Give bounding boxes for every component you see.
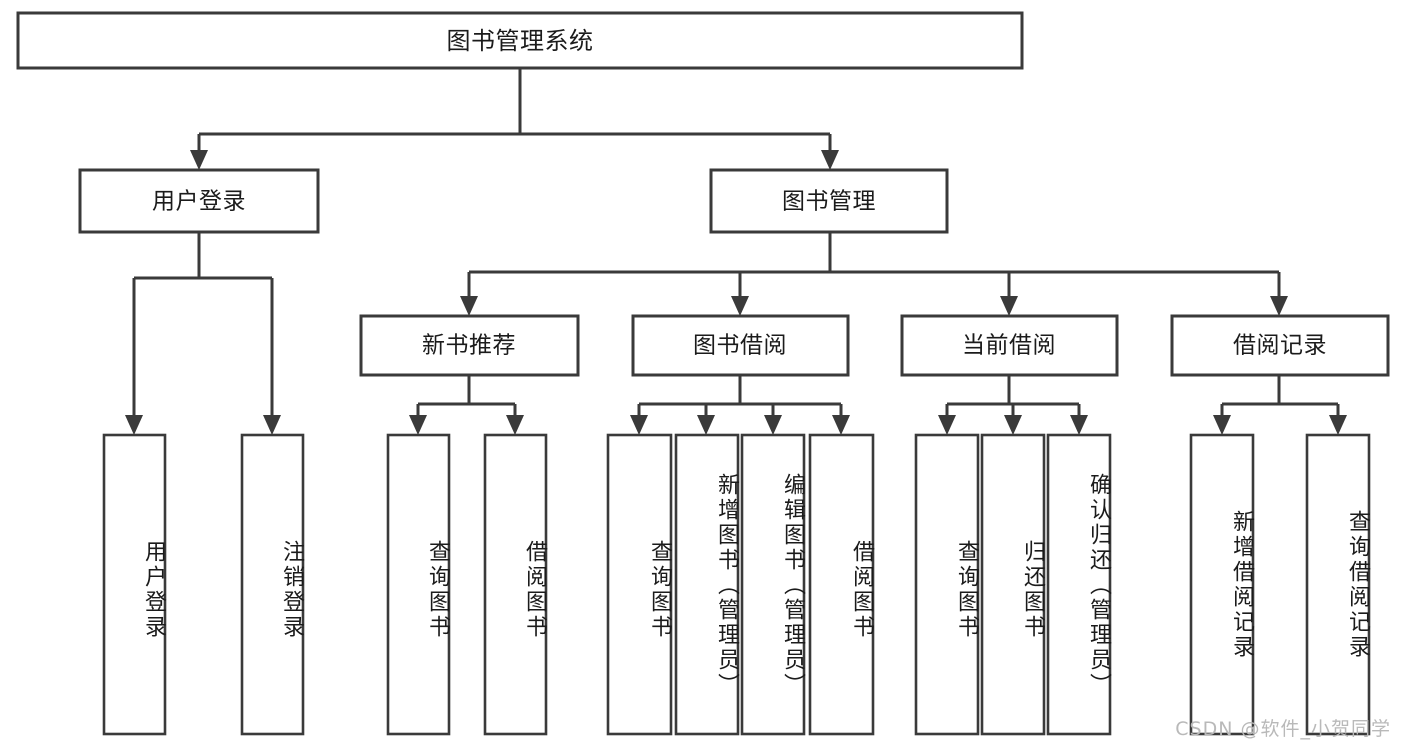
arrow-head-leaf-current-borrow-2 bbox=[1004, 415, 1022, 435]
arrow-head-leaf-borrow-record-1 bbox=[1213, 415, 1231, 435]
arrow-head-book-mgmt bbox=[821, 150, 839, 170]
arrow-head-new-book bbox=[460, 296, 478, 316]
node-book-management-box[interactable] bbox=[709, 168, 949, 234]
connector-group-user-login bbox=[125, 232, 281, 435]
leaf-group-current-borrow bbox=[914, 433, 1112, 736]
node-root-box[interactable] bbox=[16, 11, 1024, 70]
node-user-login[interactable]: 用户登录 bbox=[78, 168, 320, 234]
leaf-box-borrow-record-2[interactable] bbox=[1305, 433, 1371, 736]
node-root[interactable]: 图书管理系统 bbox=[16, 11, 1024, 70]
node-book-borrow-label: 图书借阅 bbox=[693, 333, 787, 359]
leaf-group-new-book-recommend bbox=[386, 433, 548, 736]
node-book-management[interactable]: 图书管理 bbox=[709, 168, 949, 234]
connector-group-borrow-record bbox=[1213, 375, 1347, 435]
leaf-box-user-login-2[interactable] bbox=[240, 433, 305, 736]
leaf-box-current-borrow-3[interactable] bbox=[1046, 433, 1112, 736]
leaf-box-book-borrow-1[interactable] bbox=[606, 433, 673, 736]
leaf-box-new-book-2[interactable] bbox=[483, 433, 548, 736]
arrow-head-leaf-book-borrow-3 bbox=[764, 415, 782, 435]
leaf-group-book-borrow bbox=[606, 433, 875, 736]
leaf-group-user-login bbox=[102, 433, 305, 736]
node-user-login-box[interactable] bbox=[78, 168, 320, 234]
arrow-head-book-borrow bbox=[731, 296, 749, 316]
node-new-book-recommend-box[interactable] bbox=[359, 314, 580, 377]
node-root-label: 图书管理系统 bbox=[447, 27, 594, 55]
node-current-borrow[interactable]: 当前借阅 bbox=[900, 314, 1119, 377]
leaf-box-user-login-1[interactable] bbox=[102, 433, 167, 736]
arrow-head-user-login bbox=[190, 150, 208, 170]
arrow-head-leaf-new-book-1 bbox=[409, 415, 427, 435]
arrow-head-leaf-user-login-2 bbox=[263, 415, 281, 435]
arrow-head-leaf-new-book-2 bbox=[506, 415, 524, 435]
csdn-watermark: CSDN @软件_小贺同学 bbox=[1175, 718, 1391, 740]
node-borrow-record-box[interactable] bbox=[1170, 314, 1390, 377]
arrow-head-leaf-borrow-record-2 bbox=[1329, 415, 1347, 435]
leaf-box-book-borrow-4[interactable] bbox=[808, 433, 875, 736]
leaf-group-borrow-record bbox=[1189, 433, 1371, 736]
arrow-head-leaf-current-borrow-1 bbox=[938, 415, 956, 435]
arrow-head-leaf-book-borrow-4 bbox=[832, 415, 850, 435]
arrow-head-leaf-current-borrow-3 bbox=[1070, 415, 1088, 435]
node-new-book-recommend-label: 新书推荐 bbox=[422, 333, 516, 359]
connector-group-book-borrow bbox=[630, 375, 850, 435]
leaf-box-borrow-record-1[interactable] bbox=[1189, 433, 1255, 736]
connector-group-root bbox=[190, 68, 839, 170]
node-borrow-record[interactable]: 借阅记录 bbox=[1170, 314, 1390, 377]
node-user-login-label: 用户登录 bbox=[152, 189, 246, 215]
arrow-head-current-borrow bbox=[1000, 296, 1018, 316]
node-current-borrow-box[interactable] bbox=[900, 314, 1119, 377]
arrow-head-borrow-record bbox=[1270, 296, 1288, 316]
connector-group-book-mgmt bbox=[460, 232, 1288, 316]
node-current-borrow-label: 当前借阅 bbox=[962, 333, 1056, 359]
arrow-head-leaf-user-login-1 bbox=[125, 415, 143, 435]
node-new-book-recommend[interactable]: 新书推荐 bbox=[359, 314, 580, 377]
leaf-box-current-borrow-1[interactable] bbox=[914, 433, 980, 736]
node-borrow-record-label: 借阅记录 bbox=[1233, 333, 1327, 359]
leaf-box-book-borrow-2[interactable] bbox=[674, 433, 740, 736]
leaf-box-book-borrow-3[interactable] bbox=[740, 433, 806, 736]
connector-group-current-borrow bbox=[938, 375, 1088, 435]
leaf-box-current-borrow-2[interactable] bbox=[980, 433, 1046, 736]
connector-group-new-book bbox=[409, 375, 524, 435]
arrow-head-leaf-book-borrow-2 bbox=[697, 415, 715, 435]
node-book-borrow[interactable]: 图书借阅 bbox=[631, 314, 850, 377]
node-book-management-label: 图书管理 bbox=[782, 189, 876, 215]
leaf-box-new-book-1[interactable] bbox=[386, 433, 451, 736]
node-book-borrow-box[interactable] bbox=[631, 314, 850, 377]
arrow-head-leaf-book-borrow-1 bbox=[630, 415, 648, 435]
